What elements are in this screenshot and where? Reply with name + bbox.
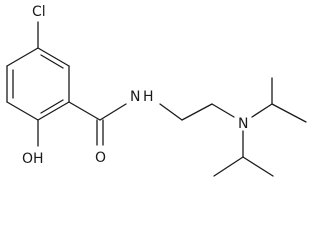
ring-bond-1 <box>37 47 70 67</box>
amine-to-upper-ch-bond <box>251 103 273 118</box>
chemical-structure-diagram: Cl OH N H O N <box>6 4 307 177</box>
lower-ch-methyl-left-bond <box>213 156 244 177</box>
carbonyl-oxygen-label: O <box>95 150 106 166</box>
ring-double-bond-b <box>40 99 64 114</box>
amide-nitrogen-label: N <box>130 89 140 105</box>
nh-to-ch2-bond <box>159 103 183 121</box>
ring-double-bond-a <box>40 54 64 69</box>
ring-bond-3 <box>37 101 70 121</box>
ring-to-carbonyl-bond <box>68 101 101 121</box>
ch2-to-amine-bond <box>211 103 235 118</box>
amide-bond <box>99 103 127 121</box>
lower-ch-methyl-right-bond <box>242 156 274 177</box>
chlorine-atom-label: Cl <box>32 4 46 20</box>
upper-ch-methyl-right-bond <box>271 103 307 123</box>
ch2-ch2-bond <box>181 103 213 121</box>
hydroxyl-group-label: OH <box>22 151 44 167</box>
ring-bond-6 <box>6 47 39 67</box>
tertiary-amine-nitrogen-label: N <box>238 116 248 132</box>
ring-bond-4 <box>6 101 39 121</box>
amide-hydrogen-label: H <box>143 89 154 105</box>
